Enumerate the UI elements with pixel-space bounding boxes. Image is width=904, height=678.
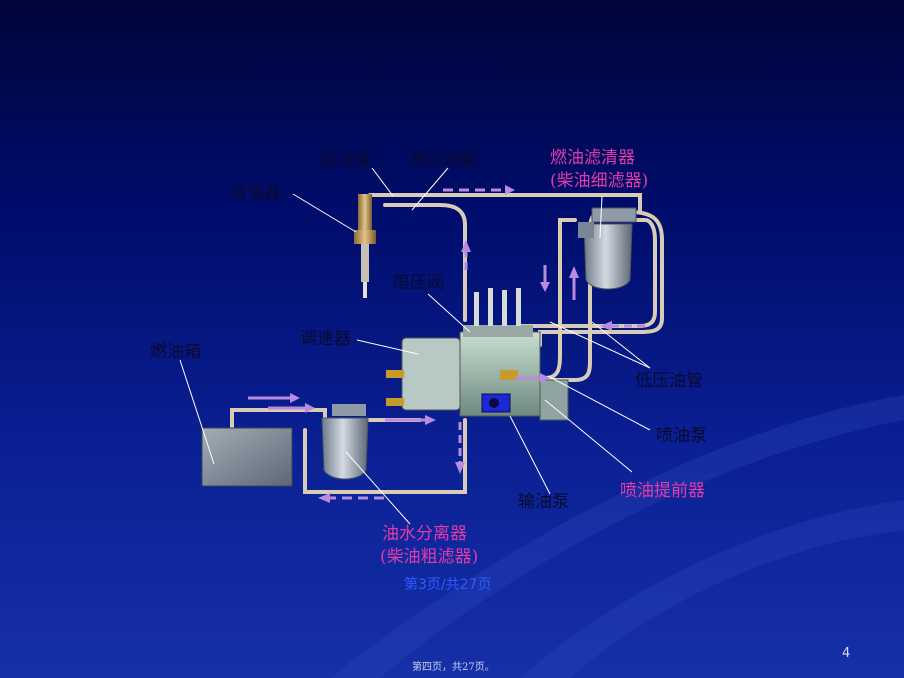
slide-number: 4 [842,646,851,661]
flow-arrows [248,185,645,503]
page-indicator: 第3页/共27页 [404,577,492,593]
footer-text: 第四页，共27页。 [412,662,495,673]
fuel-tank-shape [201,427,293,487]
label-pressure-limit-valve: 限压阀 [393,273,444,293]
label-injection-advancer: 喷油提前器 [620,481,705,501]
label-fine-filter-line1: 燃油滤清器 [550,148,635,168]
label-return-pipe: 回油管 [320,150,371,170]
label-fuel-tank: 燃油箱 [150,342,201,362]
label-transfer-pump: 输油泵 [518,492,569,512]
label-low-pressure-pipe: 低压油管 [635,371,703,391]
label-fine-filter-line2: (柴油细滤器) [550,171,649,191]
label-governor: 调速器 [300,329,351,349]
label-high-pressure-pipe: 高压油管 [410,150,478,170]
injection-pump-shape [386,288,569,421]
injector-shape [354,194,376,298]
label-injector: 喷油器 [230,184,281,204]
leader-lines [179,167,651,525]
fine-filter-shape [578,207,637,290]
label-water-separator-line1: 油水分离器 [382,524,467,544]
label-water-separator-line2: (柴油粗滤器) [380,547,479,567]
label-injection-pump: 喷油泵 [656,426,707,446]
water-separator-shape [321,404,369,480]
